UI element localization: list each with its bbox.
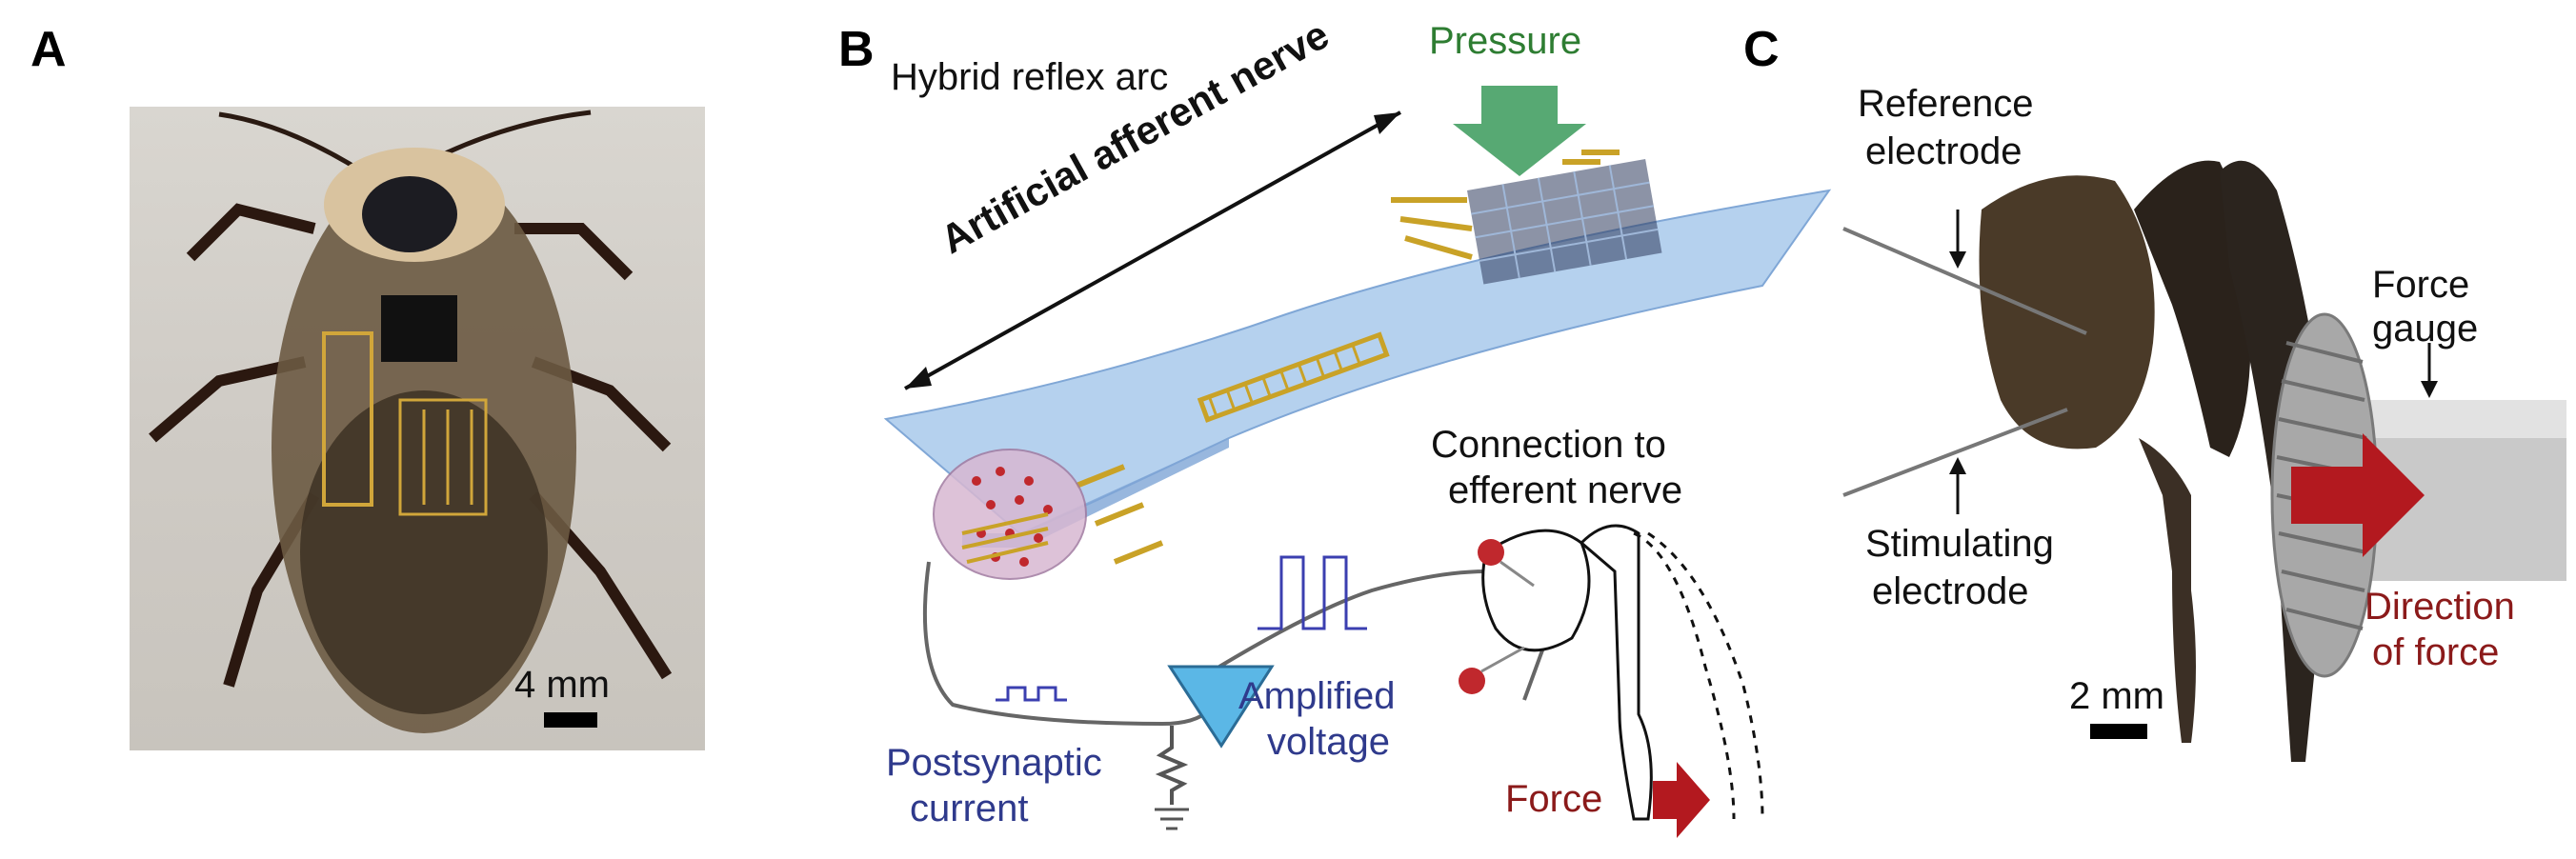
resistor-symbol [1155, 726, 1189, 805]
postsynaptic-signal [996, 686, 1067, 702]
stimulating-pointer-arrow [1949, 457, 1966, 474]
reference-electrode-wire [1842, 227, 2087, 335]
scale-label-c: 2 mm [2069, 675, 2164, 717]
scale-label-a: 4 mm [514, 664, 610, 706]
connection-label-line1: Connection to [1431, 424, 1666, 466]
reference-label-line2: electrode [1865, 130, 2023, 172]
electrode-ball-bottom [1459, 668, 1485, 694]
scale-bar-a [544, 712, 597, 728]
reference-label-line1: Reference [1858, 83, 2034, 125]
force-gauge-label-line1: Force [2372, 264, 2470, 306]
panel-label-c: C [1743, 22, 1780, 77]
force-gauge-label-line2: gauge [2372, 308, 2479, 350]
force-gauge-pointer-arrow [2421, 381, 2438, 398]
pressure-sensor-array [1467, 159, 1662, 285]
reference-pointer-arrow [1949, 251, 1966, 269]
force-label-b: Force [1505, 778, 1603, 820]
stimulating-label-line2: electrode [1872, 570, 2029, 612]
cockroach-drawing [149, 110, 673, 733]
force-arrow-c [2291, 433, 2425, 557]
leg-sketch [1481, 524, 1764, 821]
hybrid-reflex-title: Hybrid reflex arc [891, 56, 1169, 98]
direction-label-line1: Direction [2365, 586, 2515, 628]
connection-label-line2: efferent nerve [1448, 469, 1683, 511]
ring-oscillator [1197, 331, 1390, 423]
panel-label-a: A [30, 22, 67, 77]
amplified-label-line1: Amplified [1238, 675, 1396, 717]
artificial-nerve-device [883, 150, 1832, 580]
pressure-arrow [1453, 86, 1586, 176]
stimulating-label-line1: Stimulating [1865, 523, 2054, 565]
scale-bar-c [2090, 724, 2147, 739]
pressure-label: Pressure [1429, 20, 1582, 62]
amplified-pulses [1258, 555, 1367, 630]
amplified-label-line2: voltage [1267, 721, 1390, 763]
afferent-double-arrow [904, 110, 1401, 390]
amplifier-icon [1167, 665, 1275, 749]
electrode-ball-top [1478, 539, 1504, 566]
panel-label-b: B [838, 22, 875, 77]
postsynaptic-label-line1: Postsynaptic [886, 742, 1102, 784]
postsynaptic-label-line2: current [910, 788, 1029, 829]
force-arrow-b [1653, 762, 1710, 838]
direction-label-line2: of force [2372, 631, 2500, 673]
stimulating-electrode-wire [1842, 408, 2068, 497]
